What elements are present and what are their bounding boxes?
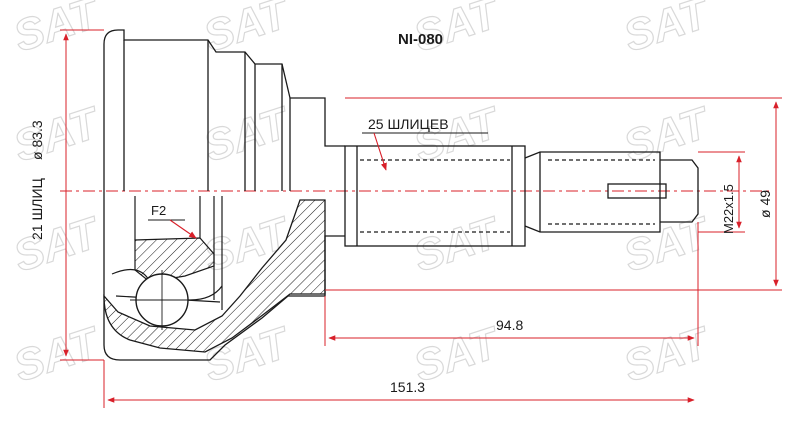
watermark-text: SAT	[618, 318, 717, 392]
shaft-diameter-label: ø 49	[757, 190, 773, 218]
thread-label: M22x1.5	[721, 184, 736, 234]
section-label: F2	[151, 203, 166, 218]
watermark-text: SAT	[618, 0, 717, 62]
length-total-label: 151.3	[390, 379, 425, 395]
watermark-text: SAT	[198, 0, 297, 62]
watermark-text: SAT	[618, 208, 717, 282]
watermark-text: SAT	[8, 98, 107, 172]
watermark: SAT SAT SAT SAT SAT SAT SAT SAT SAT SAT …	[7, 0, 717, 392]
length-shaft-label: 94.8	[496, 317, 523, 333]
watermark-text: SAT	[408, 208, 507, 282]
section-mark: F2	[148, 203, 197, 239]
watermark-text: SAT	[8, 318, 107, 392]
watermark-text: SAT	[8, 0, 107, 62]
joint-housing	[103, 29, 345, 361]
outer-diameter-label: ø 83.3	[29, 120, 45, 160]
outer-splines-callout: 25 ШЛИЦЕВ	[362, 116, 488, 171]
housing-section	[103, 199, 326, 353]
dimensions	[60, 29, 782, 408]
outer-splines-label: 25 ШЛИЦЕВ	[368, 116, 449, 132]
stub-shaft	[344, 145, 699, 247]
watermark-text: SAT	[8, 208, 107, 282]
inner-splines-label: 21 ШЛИЦ	[29, 177, 45, 240]
part-number: NI-080	[398, 31, 443, 48]
watermark-text: SAT	[408, 98, 507, 172]
